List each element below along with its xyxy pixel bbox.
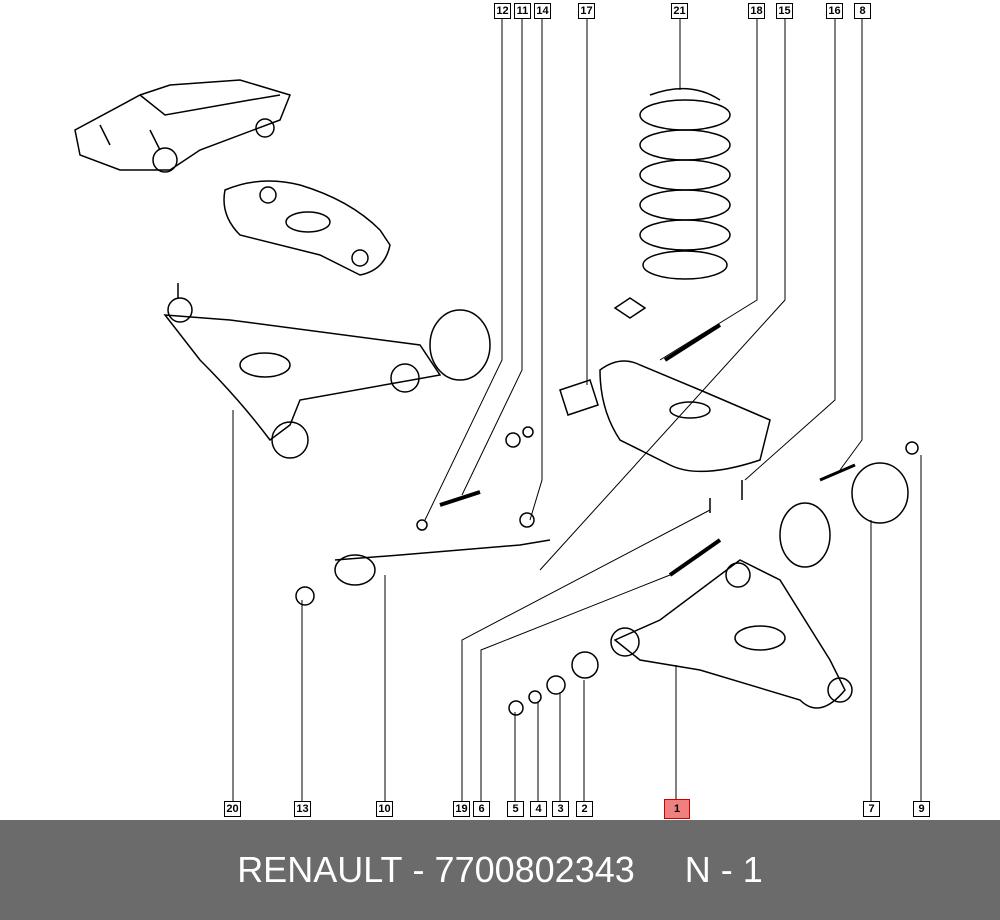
callout-2[interactable]: 2 — [576, 801, 593, 817]
leader-lines — [232, 18, 922, 801]
callout-5[interactable]: 5 — [507, 801, 524, 817]
callout-21[interactable]: 21 — [671, 3, 688, 19]
callout-10[interactable]: 10 — [376, 801, 393, 817]
callout-11[interactable]: 11 — [514, 3, 531, 19]
gap — [635, 849, 685, 891]
callout-20[interactable]: 20 — [224, 801, 241, 817]
tie-rod-illustration — [295, 490, 551, 606]
callout-18[interactable]: 18 — [748, 3, 765, 19]
callout-15[interactable]: 15 — [776, 3, 793, 19]
coil-spring-illustration — [613, 87, 731, 319]
part-number: 7700802343 — [434, 849, 635, 890]
callout-13[interactable]: 13 — [294, 801, 311, 817]
separator: - — [402, 849, 435, 890]
callout-7[interactable]: 7 — [863, 801, 880, 817]
callout-12[interactable]: 12 — [494, 3, 511, 19]
callout-19[interactable]: 19 — [453, 801, 470, 817]
exploded-suspension-diagram — [74, 18, 922, 801]
quantity: N - 1 — [684, 849, 763, 890]
upper-arm-exploded-illustration — [505, 323, 771, 513]
callout-4[interactable]: 4 — [530, 801, 547, 817]
callout-6[interactable]: 6 — [473, 801, 490, 817]
callout-8[interactable]: 8 — [854, 3, 871, 19]
callout-1-selected[interactable]: 1 — [664, 799, 690, 819]
part-info-footer: RENAULT - 7700802343 N - 1 — [0, 820, 1000, 920]
callout-9[interactable]: 9 — [913, 801, 930, 817]
brand-name: RENAULT — [237, 849, 403, 890]
car-illustration — [74, 79, 292, 173]
callout-16[interactable]: 16 — [826, 3, 843, 19]
callout-14[interactable]: 14 — [534, 3, 551, 19]
lower-control-arm-illustration — [508, 441, 919, 716]
callout-17[interactable]: 17 — [578, 3, 595, 19]
lower-arm-assembly-illustration — [163, 283, 491, 459]
upper-control-arm-illustration — [223, 180, 391, 276]
callout-3[interactable]: 3 — [552, 801, 569, 817]
